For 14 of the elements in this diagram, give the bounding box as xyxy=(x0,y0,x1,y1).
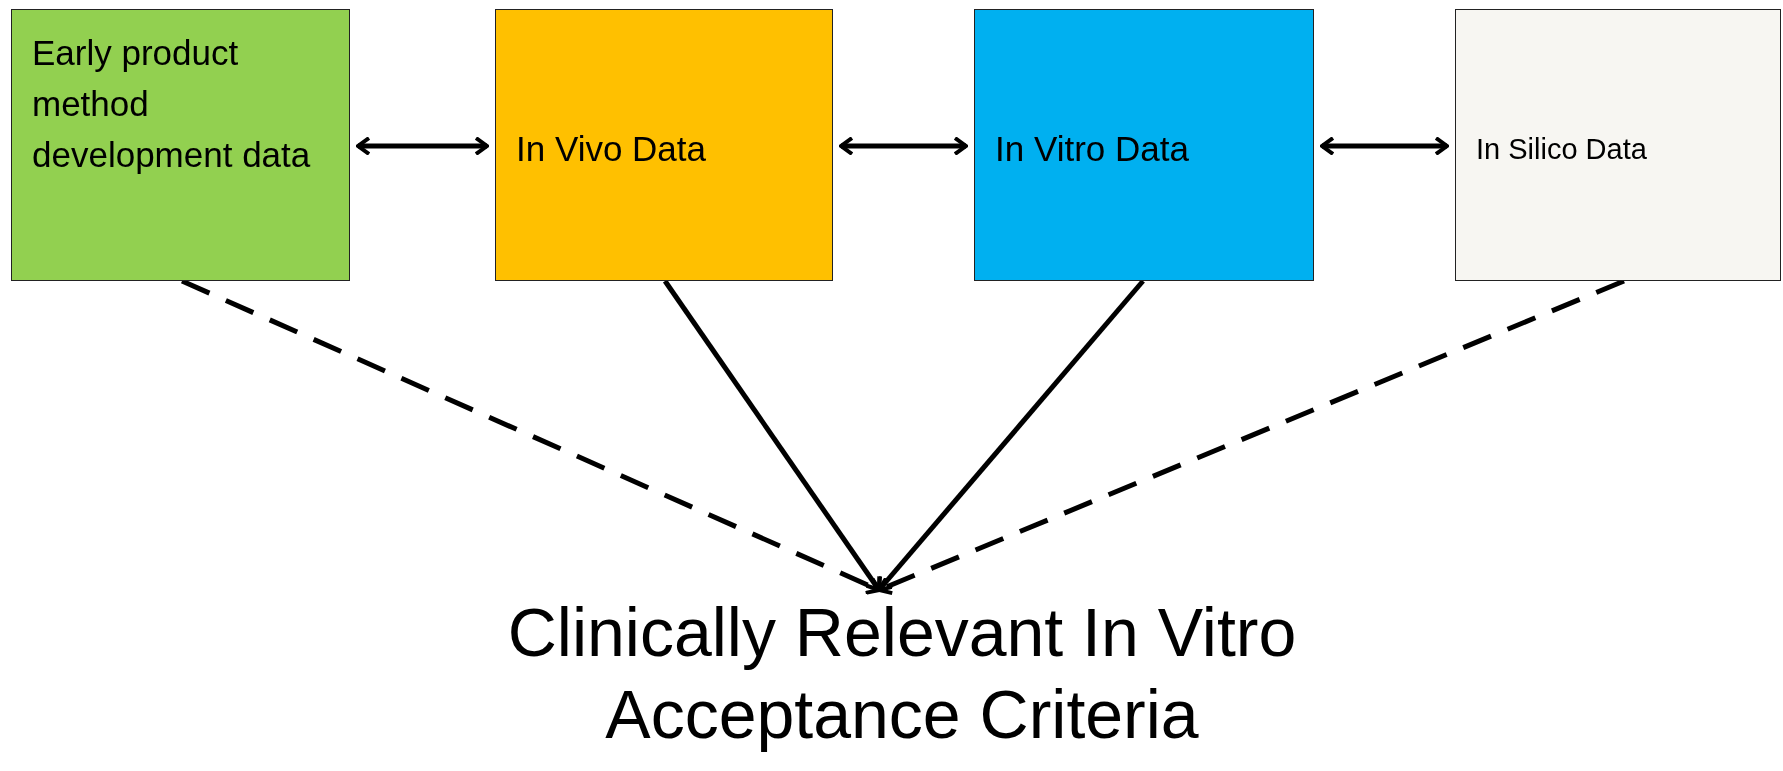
outcome-text: Clinically Relevant In Vitro Acceptance Criteria xyxy=(506,593,1298,754)
arrow xyxy=(662,279,882,592)
process-box xyxy=(11,9,350,281)
process-box xyxy=(974,9,1314,281)
double-arrow xyxy=(356,136,489,156)
box-label: In Vitro Data xyxy=(995,128,1190,170)
box-label: In Vivo Data xyxy=(516,128,708,170)
box-label: Early product method development data xyxy=(32,32,312,176)
process-box xyxy=(495,9,833,281)
double-arrow xyxy=(839,136,968,156)
box-label: In Silico Data xyxy=(1476,132,1648,167)
arrow xyxy=(877,279,1145,592)
process-box xyxy=(1455,9,1781,281)
double-arrow xyxy=(1320,136,1449,156)
